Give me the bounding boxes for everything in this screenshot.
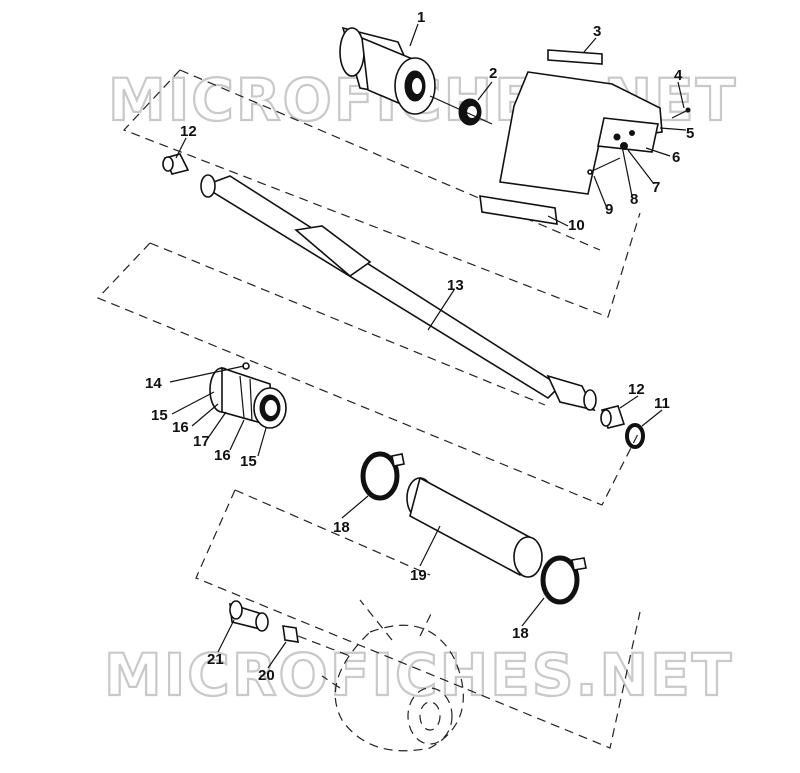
- callout-9: 9: [605, 201, 613, 218]
- callout-5: 5: [686, 125, 694, 142]
- callout-2: 2: [489, 65, 497, 82]
- assembly-outline-lower: [195, 489, 641, 749]
- callout-18-bottom: 18: [512, 625, 529, 642]
- part-21-fitting[interactable]: [229, 600, 269, 632]
- callout-12-bottom: 12: [628, 381, 645, 398]
- callout-3: 3: [593, 23, 601, 40]
- part-10-strip[interactable]: [479, 195, 558, 225]
- callout-labels: 1 2 3 4 5 6 7 8 9 10 11 12 12 13 14 15 1…: [145, 9, 694, 684]
- part-13-drive-shaft[interactable]: [200, 174, 597, 412]
- callout-19: 19: [410, 567, 427, 584]
- callout-8: 8: [630, 191, 638, 208]
- callout-16-left: 16: [172, 419, 189, 436]
- callout-7: 7: [652, 179, 660, 196]
- cover-plate-assembly[interactable]: [499, 71, 691, 195]
- impeller-outline: [321, 599, 464, 752]
- part-18-clamp-top[interactable]: [360, 451, 405, 501]
- callout-16-right: 16: [214, 447, 231, 464]
- leader-lines: [169, 23, 687, 669]
- callout-11: 11: [654, 395, 670, 412]
- part-12-cap-bottom[interactable]: [600, 405, 626, 429]
- part-19-boot-sleeve[interactable]: [406, 476, 543, 578]
- callout-1: 1: [417, 9, 425, 26]
- part-1-bearing-housing[interactable]: [339, 26, 436, 115]
- callout-15-right: 15: [240, 453, 257, 470]
- part-2-washer[interactable]: [429, 95, 493, 126]
- callout-10: 10: [568, 217, 585, 234]
- callout-18-top: 18: [333, 519, 350, 536]
- part-20-nut[interactable]: [282, 625, 351, 657]
- callout-17: 17: [193, 433, 210, 450]
- coupler-assembly[interactable]: [209, 362, 287, 429]
- part-3-decal[interactable]: [547, 49, 603, 65]
- callout-13: 13: [447, 277, 464, 294]
- callout-12-top: 12: [180, 123, 197, 140]
- part-11-o-ring[interactable]: [625, 423, 645, 449]
- callout-14: 14: [145, 375, 162, 392]
- part-18-clamp-bottom[interactable]: [540, 555, 587, 605]
- callout-15-left: 15: [151, 407, 168, 424]
- part-12-cap-top[interactable]: [162, 153, 190, 175]
- callout-21: 21: [207, 651, 224, 668]
- callout-4: 4: [674, 67, 683, 84]
- watermark-bottom: MICROFICHES.NET: [104, 641, 733, 709]
- callout-6: 6: [672, 149, 680, 166]
- callout-20: 20: [258, 667, 275, 684]
- assembly-outline-middle: [96, 242, 641, 506]
